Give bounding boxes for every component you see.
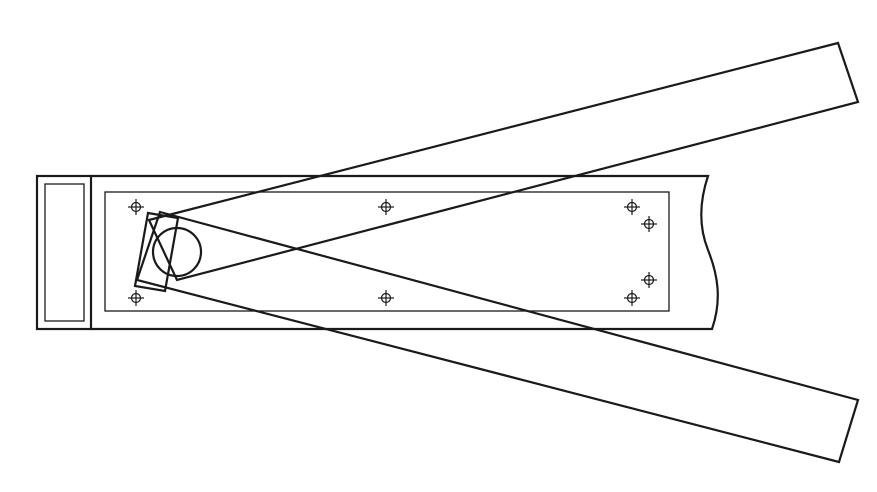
- mounting-hole-icon: [128, 290, 144, 306]
- mounting-plate: [104, 191, 670, 312]
- mounting-hole-icon: [624, 199, 640, 215]
- base-body: [91, 174, 719, 331]
- end-cap-inner: [44, 183, 85, 322]
- mounting-holes: [128, 199, 657, 306]
- pivot-bracket: [133, 211, 180, 293]
- mounting-hole-icon: [378, 199, 394, 215]
- swing-arm-lower: [135, 210, 860, 464]
- mounting-hole-icon: [128, 199, 144, 215]
- end-cap-outer: [35, 174, 93, 331]
- swing-arm-upper: [147, 41, 860, 282]
- pivot-circle: [151, 226, 203, 278]
- mounting-hole-icon: [641, 272, 657, 288]
- mounting-hole-icon: [378, 290, 394, 306]
- mounting-hole-icon: [624, 290, 640, 306]
- mounting-hole-icon: [641, 216, 657, 232]
